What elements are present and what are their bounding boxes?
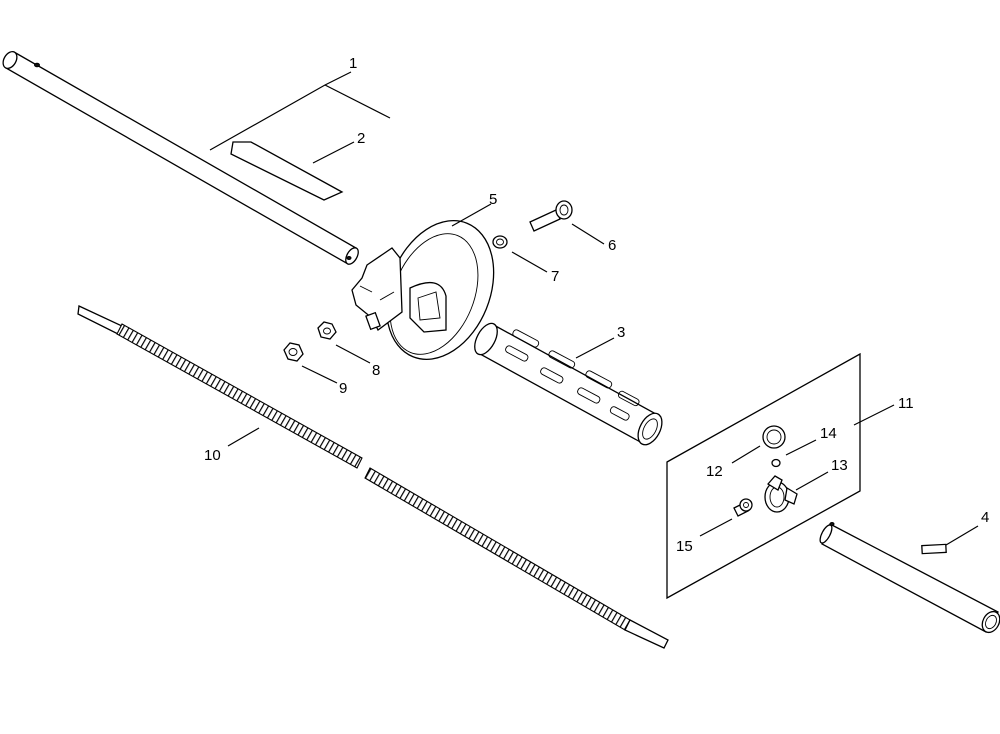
callout-6: 6 bbox=[608, 237, 616, 254]
clamp-kit-panel bbox=[666, 352, 861, 600]
callout-9: 9 bbox=[339, 380, 347, 397]
callout-11: 11 bbox=[898, 395, 914, 412]
washer bbox=[492, 235, 508, 249]
callout-3: 3 bbox=[617, 324, 625, 341]
flexible-drive-shaft bbox=[77, 305, 669, 649]
callout-7-leader bbox=[511, 251, 548, 273]
callout-2-leader bbox=[312, 141, 355, 164]
callout-14-leader bbox=[785, 439, 817, 456]
bolt bbox=[529, 200, 573, 232]
callout-6-leader bbox=[571, 223, 605, 245]
callout-12: 12 bbox=[706, 463, 723, 480]
callout-4-leader bbox=[945, 525, 979, 546]
callout-8: 8 bbox=[372, 362, 380, 379]
callout-15-leader bbox=[699, 518, 733, 537]
callout-11-leader bbox=[853, 404, 895, 426]
callout-9-leader bbox=[301, 365, 338, 384]
handle-grip bbox=[474, 322, 663, 446]
callout-1: 1 bbox=[349, 55, 357, 72]
lower-shaft-tube bbox=[819, 522, 1000, 634]
hex-nut-large bbox=[317, 321, 337, 340]
small-pin bbox=[771, 458, 781, 468]
hex-nut-small bbox=[283, 342, 304, 362]
callout-2: 2 bbox=[357, 130, 365, 147]
callout-12-leader bbox=[731, 445, 761, 464]
shaft-label-decal bbox=[230, 141, 344, 201]
callout-15: 15 bbox=[676, 538, 693, 555]
small-screw bbox=[733, 498, 753, 517]
callout-3-leader bbox=[575, 337, 615, 359]
lower-shaft-label-decal bbox=[921, 543, 947, 555]
callout-13-leader bbox=[795, 471, 829, 491]
pipe-clamp bbox=[764, 475, 798, 513]
callout-14: 14 bbox=[820, 425, 837, 442]
callout-4: 4 bbox=[981, 509, 989, 526]
callout-5-leader bbox=[451, 203, 492, 227]
o-ring bbox=[762, 425, 786, 449]
callout-1-bracket bbox=[209, 71, 391, 151]
callout-8-leader bbox=[335, 344, 371, 364]
callout-5: 5 bbox=[489, 191, 497, 208]
callout-7: 7 bbox=[551, 268, 559, 285]
callout-10: 10 bbox=[204, 447, 221, 464]
main-shaft-tube bbox=[2, 50, 359, 265]
handle-guard-shield bbox=[351, 220, 495, 360]
callout-13: 13 bbox=[831, 457, 848, 474]
callout-10-leader bbox=[227, 427, 260, 447]
